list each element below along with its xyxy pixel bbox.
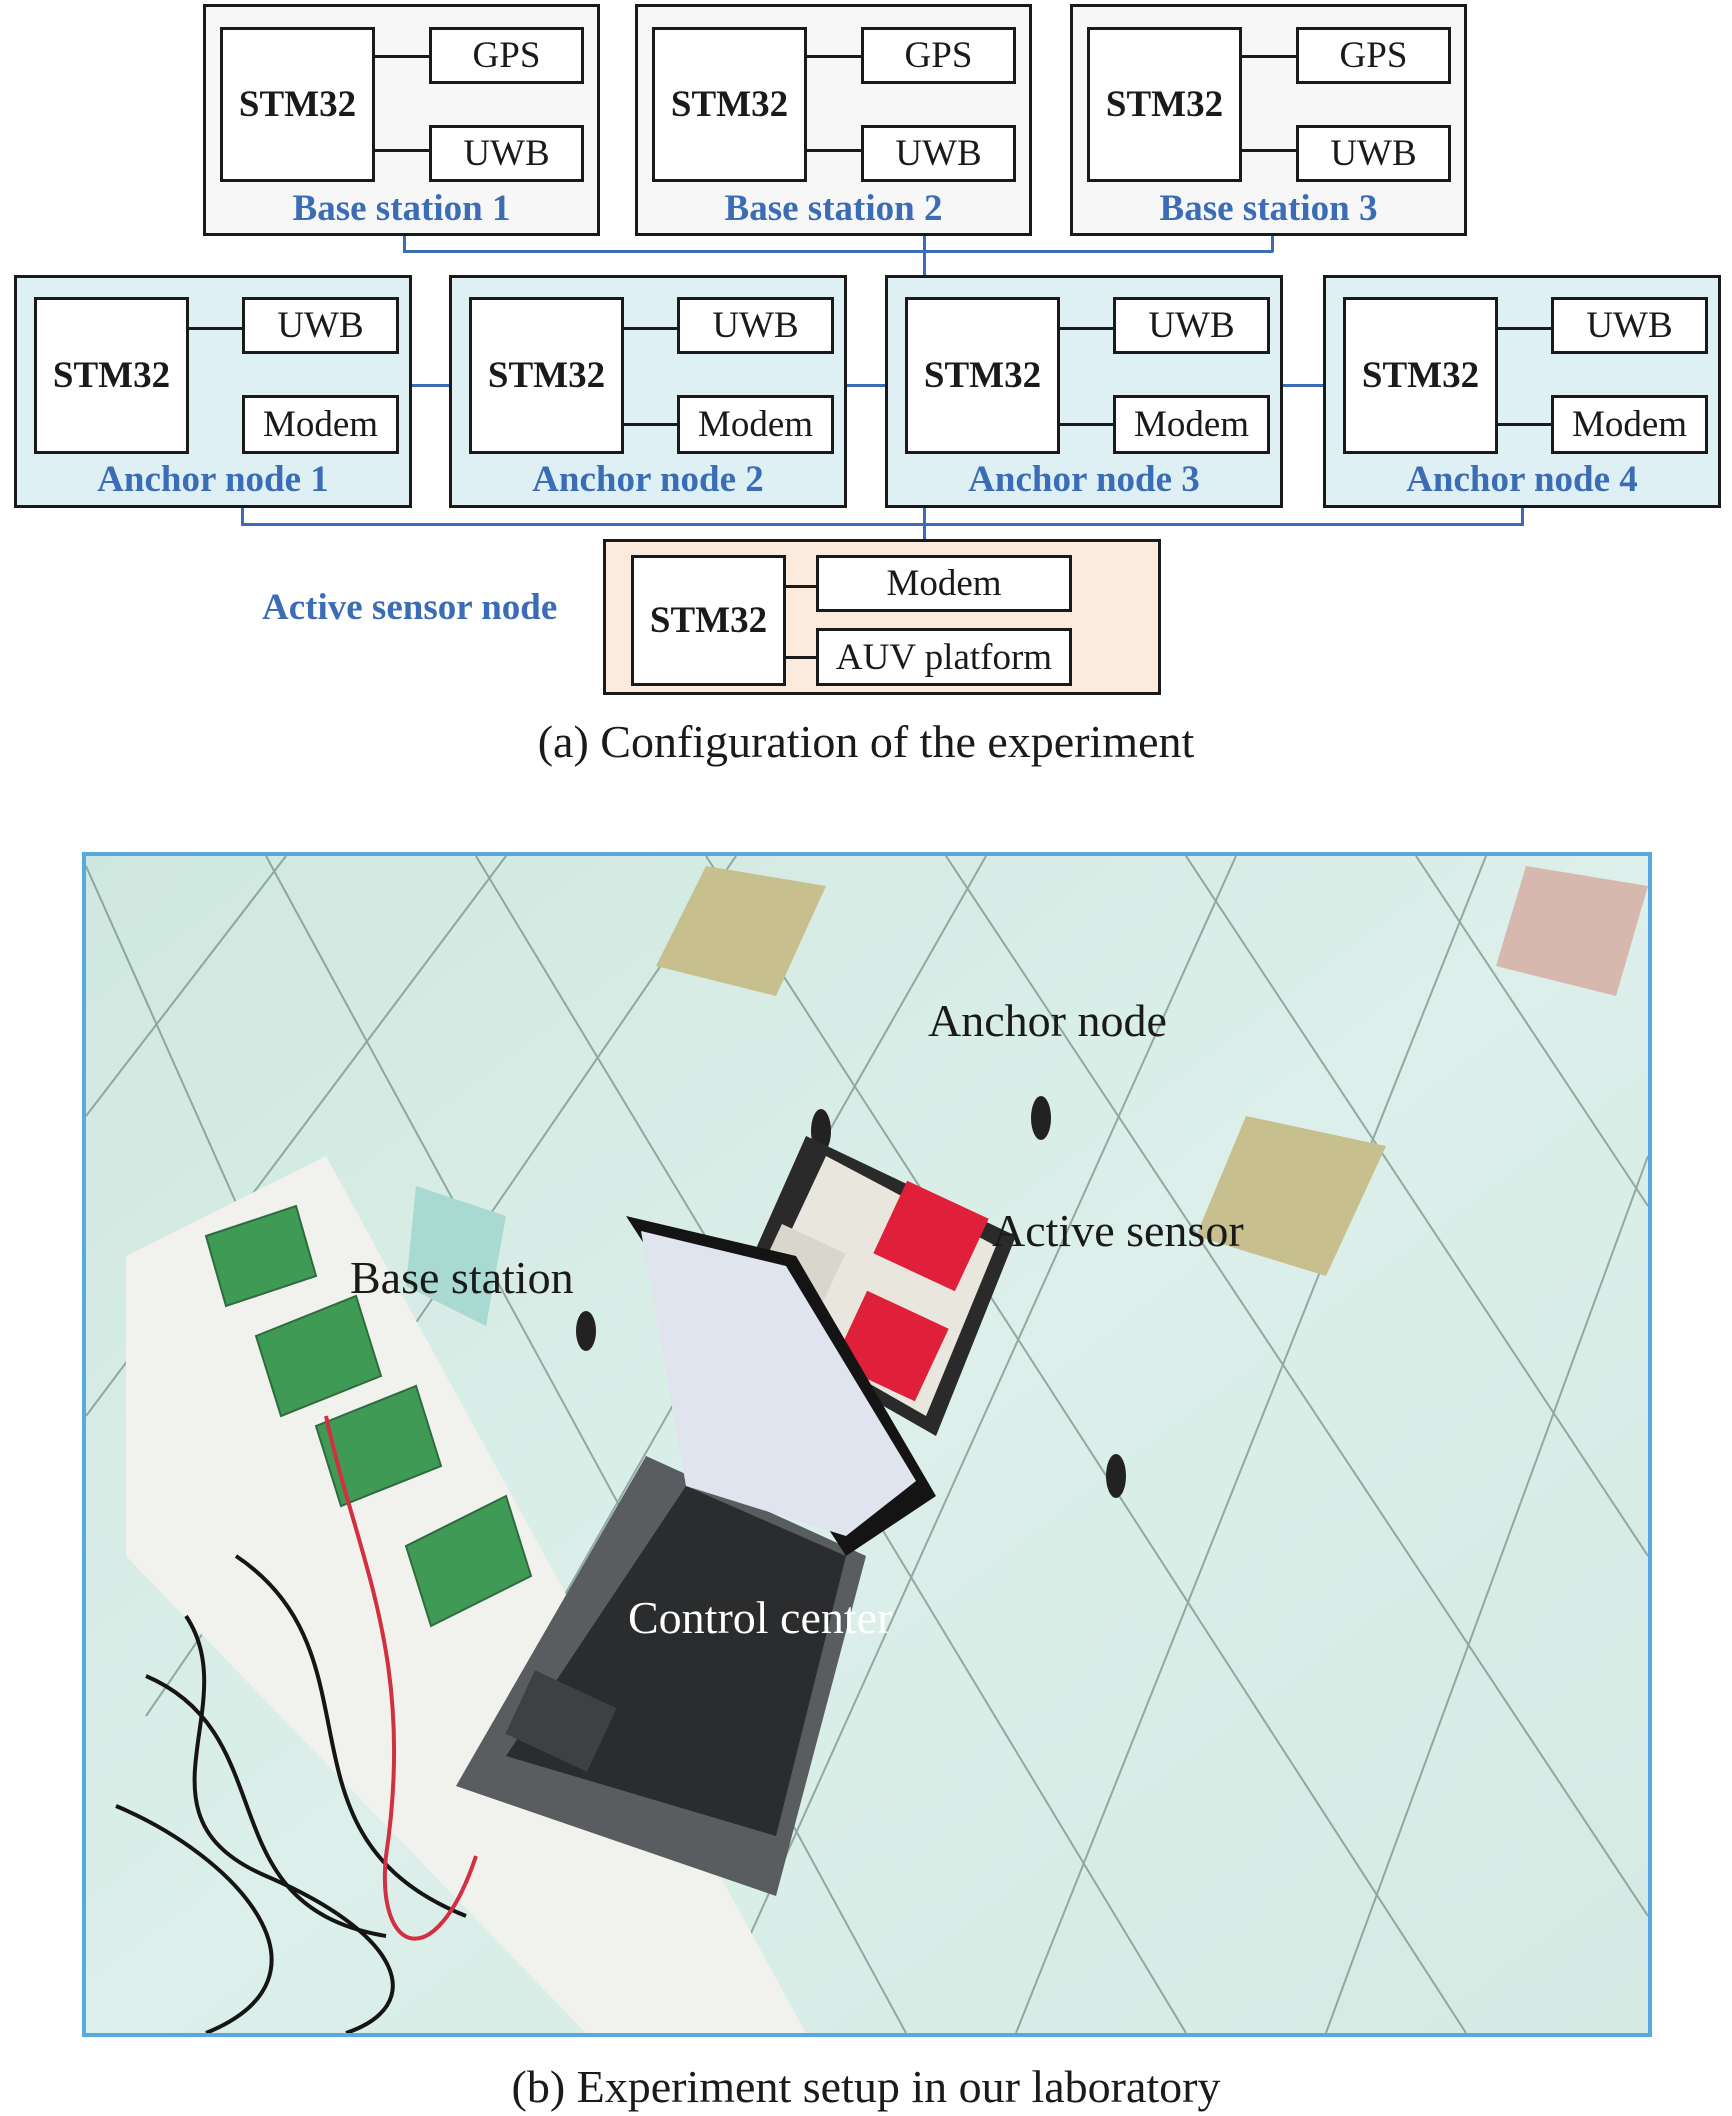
- uwb-module: UWB: [1113, 297, 1270, 354]
- anchor-node-device: [1031, 1096, 1051, 1140]
- laboratory-photo: Anchor node Active sensor Base station C…: [82, 852, 1652, 2037]
- anchor4-drop: [1521, 505, 1524, 525]
- red-cable: [324, 1415, 478, 1941]
- active-sensor-node-label: Active sensor node: [262, 587, 558, 628]
- modem-module: Modem: [1551, 395, 1708, 454]
- anchor-node-4: STM32 UWB Modem Anchor node 4: [1323, 275, 1721, 508]
- active-sensor-annotation: Active sensor: [992, 1205, 1244, 1256]
- anchor3-anchor4-line: [1283, 384, 1325, 387]
- wire: [375, 149, 429, 152]
- laptop: [456, 1216, 936, 1896]
- anchor-node-label: Anchor node 2: [532, 459, 764, 500]
- tan-tile: [656, 866, 826, 996]
- wire: [1242, 149, 1296, 152]
- auv-platform-module: AUV platform: [816, 628, 1072, 686]
- wire: [1060, 423, 1113, 426]
- wire: [624, 327, 677, 330]
- anchor1-drop: [241, 505, 244, 525]
- anchor-node-label: Anchor node 1: [97, 459, 329, 500]
- wire: [189, 327, 242, 330]
- modem-module: Modem: [677, 395, 834, 454]
- gps-module: GPS: [861, 27, 1016, 84]
- modem-module: Modem: [816, 555, 1072, 612]
- wire: [1498, 327, 1551, 330]
- uwb-module: UWB: [1296, 125, 1451, 182]
- base-station-label: Base station 1: [292, 188, 511, 229]
- wire: [807, 55, 861, 58]
- stm32-block: STM32: [905, 297, 1060, 454]
- anchor-node-1: STM32 UWB Modem Anchor node 1: [14, 275, 412, 508]
- wire: [1242, 55, 1296, 58]
- stm32-block: STM32: [631, 555, 786, 686]
- tan-tile: [1196, 1116, 1386, 1276]
- base1-drop: [403, 232, 406, 252]
- base-station-label: Base station 3: [1159, 188, 1378, 229]
- control-center-annotation: Control center: [628, 1592, 893, 1643]
- stm32-block: STM32: [220, 27, 375, 182]
- modem-module: Modem: [242, 395, 399, 454]
- wire: [1498, 423, 1551, 426]
- base-bus-line: [403, 250, 1273, 253]
- stm32-block: STM32: [1087, 27, 1242, 182]
- base3-drop: [1271, 232, 1274, 252]
- base-station-1: STM32 GPS UWB Base station 1: [203, 4, 600, 236]
- gps-module: GPS: [1296, 27, 1451, 84]
- anchor3-to-active-line: [923, 505, 926, 540]
- uwb-module: UWB: [242, 297, 399, 354]
- uwb-module: UWB: [429, 125, 584, 182]
- anchor-bus-line: [241, 523, 1524, 526]
- stm32-block: STM32: [469, 297, 624, 454]
- anchor-node-annotation: Anchor node: [928, 995, 1167, 1046]
- wire: [786, 585, 816, 588]
- stm32-block: STM32: [34, 297, 189, 454]
- cables: [115, 1554, 467, 2033]
- wire: [1060, 327, 1113, 330]
- uwb-module: UWB: [677, 297, 834, 354]
- base2-to-anchor3-line: [923, 232, 926, 277]
- anchor1-anchor2-line: [411, 384, 449, 387]
- photo-illustration: [86, 856, 1648, 2033]
- anchor-node-label: Anchor node 3: [968, 459, 1200, 500]
- anchor2-anchor3-line: [846, 384, 886, 387]
- uwb-module: UWB: [1551, 297, 1708, 354]
- base-station-annotation: Base station: [350, 1252, 574, 1303]
- active-sensor-node: STM32 Modem AUV platform: [603, 539, 1161, 695]
- base-station-label: Base station 2: [724, 188, 943, 229]
- caption-a: (a) Configuration of the experiment: [537, 716, 1195, 767]
- base-station-boards: [204, 1204, 533, 1628]
- pink-tile: [1496, 866, 1648, 996]
- uwb-module: UWB: [861, 125, 1016, 182]
- base-station-3: STM32 GPS UWB Base station 3: [1070, 4, 1467, 236]
- modem-module: Modem: [1113, 395, 1270, 454]
- wire: [807, 149, 861, 152]
- wire: [786, 656, 816, 659]
- stm32-block: STM32: [652, 27, 807, 182]
- anchor-node-device: [576, 1311, 596, 1351]
- stm32-block: STM32: [1343, 297, 1498, 454]
- base-station-2: STM32 GPS UWB Base station 2: [635, 4, 1032, 236]
- caption-b: (b) Experiment setup in our laboratory: [511, 2061, 1221, 2112]
- wire: [624, 423, 677, 426]
- wire: [375, 55, 429, 58]
- teal-tile: [406, 1186, 506, 1326]
- anchor-node-3: STM32 UWB Modem Anchor node 3: [885, 275, 1283, 508]
- anchor-node-2: STM32 UWB Modem Anchor node 2: [449, 275, 847, 508]
- anchor-node-label: Anchor node 4: [1406, 459, 1638, 500]
- gps-module: GPS: [429, 27, 584, 84]
- anchor-node-device: [1106, 1454, 1126, 1498]
